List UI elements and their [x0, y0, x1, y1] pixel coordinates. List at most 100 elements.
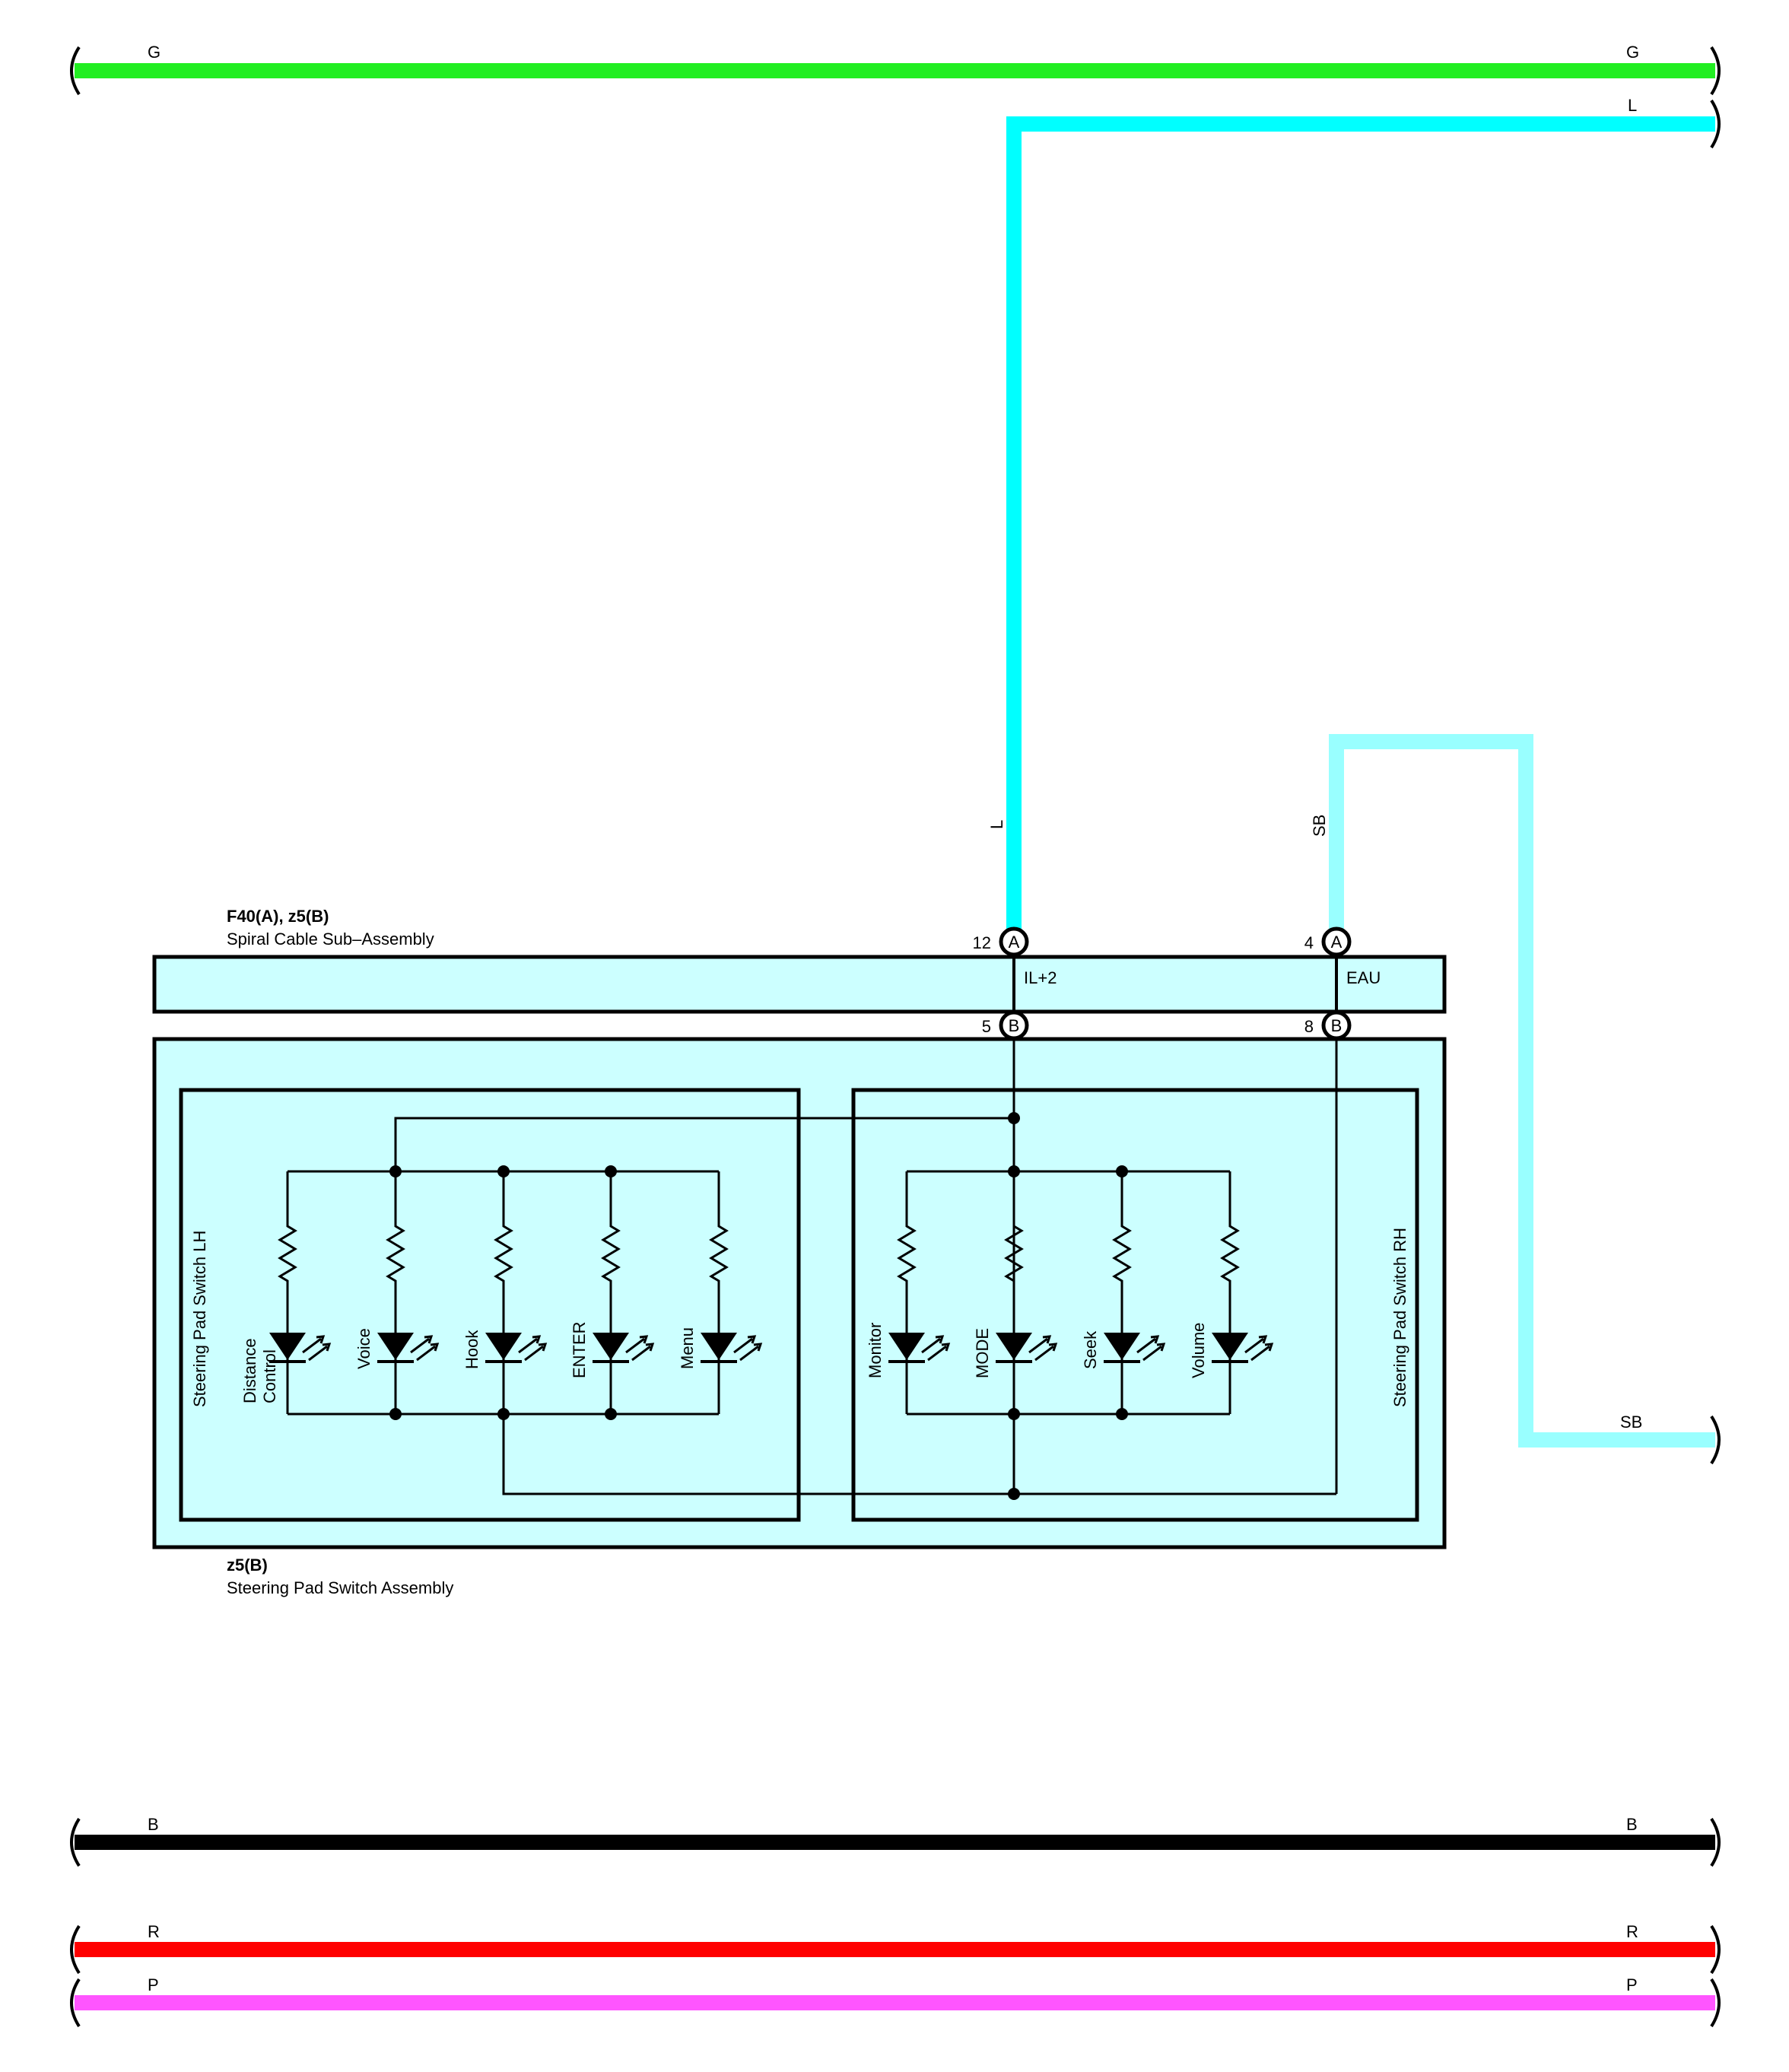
led-icon: [485, 1333, 522, 1360]
wire-r-label-left: R: [148, 1922, 160, 1941]
led-arrows-icon: [1244, 1335, 1274, 1362]
terminal-a4-pin: 4: [1304, 933, 1314, 952]
wire-l-line: [1006, 116, 1715, 939]
terminal-b5: 5 B: [982, 1010, 1029, 1041]
wire-sb-label-vertical: SB: [1310, 815, 1329, 837]
switch-label: Volume: [1189, 1323, 1208, 1378]
wire-b-label-right: B: [1626, 1815, 1638, 1834]
wire-g-label-right: G: [1626, 43, 1639, 62]
led-arrows-icon: [625, 1335, 655, 1362]
led-icon: [1104, 1333, 1140, 1360]
wire-break-left-icon: [70, 1924, 81, 1975]
terminal-b8-pin: 8: [1304, 1017, 1314, 1036]
wire-g-label-left: G: [148, 43, 160, 62]
terminal-a4-letter: A: [1331, 933, 1343, 952]
wire-l-label-vertical: L: [987, 820, 1006, 829]
lh-branch-4: Menu: [678, 1171, 763, 1414]
switch-label: DistanceControl: [240, 1338, 279, 1403]
terminal-b5-letter: B: [1009, 1016, 1020, 1035]
resistor-icon: [897, 1171, 917, 1414]
wire-break-right-icon: [1710, 1978, 1721, 2028]
terminal-a4-icon: [1321, 926, 1352, 957]
resistor-icon: [278, 1171, 297, 1414]
wire-r: R R: [70, 1922, 1721, 1975]
resistor-icon: [1112, 1171, 1132, 1414]
switch-rh-label: Steering Pad Switch RH: [1390, 1228, 1409, 1407]
terminal-a12-icon: [999, 926, 1029, 957]
lh-branch-3: ENTER: [570, 1171, 655, 1414]
resistor-icon: [1004, 1171, 1024, 1414]
switch-assembly-connector-code: z5(B): [227, 1556, 268, 1575]
wire-break-left-icon: [70, 1978, 81, 2028]
led-arrows-icon: [733, 1335, 763, 1362]
switch-rh-box: [851, 1088, 1419, 1522]
led-icon: [1212, 1333, 1248, 1360]
terminal-a12-letter: A: [1009, 933, 1020, 952]
led-icon: [996, 1333, 1032, 1360]
wire-r-label-right: R: [1626, 1922, 1638, 1941]
switch-label: MODE: [973, 1328, 992, 1378]
led-arrows-icon: [1028, 1335, 1058, 1362]
led-icon: [269, 1333, 306, 1360]
wire-break-right-icon: [1710, 1817, 1721, 1867]
wire-p-label-right: P: [1626, 1975, 1638, 1994]
steering-pad-switch-assembly: Steering Pad Switch LH Steering Pad Swit…: [152, 1037, 1447, 1597]
wire-break-left-icon: [70, 46, 81, 96]
switch-lh-label: Steering Pad Switch LH: [190, 1231, 209, 1407]
signal-eau-label: EAU: [1346, 968, 1381, 987]
wire-sb-label-right: SB: [1620, 1413, 1642, 1432]
junction-dot: [1008, 1112, 1020, 1124]
terminal-b5-pin: 5: [982, 1017, 991, 1036]
resistor-icon: [494, 1171, 513, 1414]
led-icon: [701, 1333, 737, 1360]
terminal-a12: 12 A: [973, 926, 1029, 957]
junction-dot: [1008, 1488, 1020, 1500]
switch-label: Menu: [678, 1327, 697, 1369]
resistor-icon: [1220, 1171, 1240, 1414]
wire-p-label-left: P: [148, 1975, 159, 1994]
spiral-cable-connector-code: F40(A), z5(B): [227, 907, 329, 926]
spiral-cable-sub-assembly: F40(A), z5(B) Spiral Cable Sub–Assembly …: [152, 907, 1447, 1041]
return-line: [502, 1414, 1336, 1495]
rh-branch-2: Seek: [1081, 1171, 1166, 1414]
wire-b-label-left: B: [148, 1815, 159, 1834]
terminal-b8-letter: B: [1331, 1016, 1343, 1035]
rh-branch-0: Monitor: [866, 1171, 951, 1414]
wire-sb-line: [1329, 734, 1715, 1448]
led-arrows-icon: [302, 1335, 332, 1362]
spiral-cable-name: Spiral Cable Sub–Assembly: [227, 930, 434, 949]
switch-label: Voice: [354, 1328, 373, 1369]
led-arrows-icon: [518, 1335, 548, 1362]
wire-break-right-icon: [1710, 1415, 1721, 1465]
resistor-icon: [709, 1171, 729, 1414]
wire-break-left-icon: [70, 1817, 81, 1867]
spiral-cable-box: [152, 955, 1447, 1014]
wire-sb: SB SB: [1310, 734, 1721, 1465]
wire-g: G G: [70, 43, 1721, 96]
resistor-icon: [601, 1171, 621, 1414]
switch-label: Monitor: [866, 1323, 885, 1378]
lh-branch-0: DistanceControl: [240, 1171, 332, 1414]
lh-feed-line: [394, 1117, 1014, 1171]
rh-branch-3: Volume: [1189, 1171, 1274, 1414]
wire-l-label-right: L: [1628, 96, 1637, 115]
led-icon: [888, 1333, 925, 1360]
terminal-a12-pin: 12: [973, 933, 991, 952]
switch-label: Hook: [462, 1330, 481, 1369]
led-arrows-icon: [410, 1335, 440, 1362]
switch-lh-box: [179, 1088, 801, 1522]
led-icon: [377, 1333, 414, 1360]
wire-break-right-icon: [1710, 46, 1721, 96]
rh-branch-1: MODE: [973, 1171, 1058, 1414]
switch-label: ENTER: [570, 1321, 589, 1378]
led-icon: [593, 1333, 629, 1360]
lh-branch-1: Voice: [354, 1171, 440, 1414]
wire-p: P P: [70, 1975, 1721, 2028]
wire-break-right-icon: [1710, 99, 1721, 149]
terminal-b8: 8 B: [1304, 1010, 1352, 1041]
signal-il2-label: IL+2: [1024, 968, 1057, 987]
switch-assembly-name: Steering Pad Switch Assembly: [227, 1578, 453, 1597]
switch-label: Seek: [1081, 1330, 1100, 1369]
wire-break-right-icon: [1710, 1924, 1721, 1975]
